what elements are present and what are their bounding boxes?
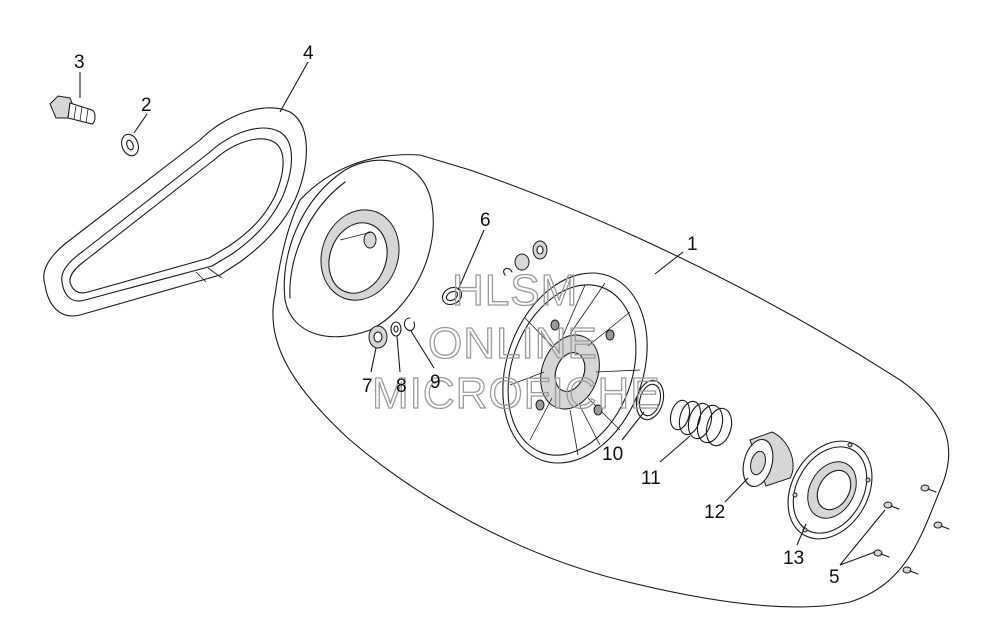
spring	[669, 399, 733, 447]
screws	[873, 484, 950, 575]
callout-6: 6	[480, 210, 491, 231]
watermark: HLSM ONLINE MICROFICHE	[371, 265, 661, 418]
pulley-sheave	[283, 159, 434, 338]
screw-b	[920, 484, 937, 493]
spacer-stack	[368, 317, 416, 349]
callout-11: 11	[641, 468, 661, 489]
bushing	[742, 431, 794, 488]
callout-12: 12	[704, 502, 725, 523]
leader-lines	[79, 61, 886, 566]
snap-ring	[635, 379, 665, 421]
callout-9: 9	[430, 372, 441, 393]
callout-5: 5	[829, 567, 840, 588]
watermark-line2: ONLINE	[428, 319, 598, 368]
callout-10: 10	[602, 444, 623, 465]
watermark-line1: HLSM	[452, 266, 578, 315]
screw-d	[873, 549, 890, 558]
bearing-cover	[787, 440, 873, 540]
callout-7: 7	[362, 376, 373, 397]
callout-13: 13	[783, 548, 804, 569]
callout-1: 1	[687, 234, 698, 255]
washer	[121, 133, 139, 157]
screw-a	[883, 501, 900, 510]
flange-bolt	[49, 95, 96, 125]
screw-c	[933, 521, 950, 530]
cover-outline	[272, 154, 950, 608]
watermark-line3: MICROFICHE	[372, 369, 661, 418]
retainer-parts	[441, 240, 548, 306]
callout-8: 8	[396, 376, 407, 397]
callout-3: 3	[74, 52, 85, 73]
callout-labels: 1 2 3 4 5 6 7 8 9 10 11 12 13	[74, 43, 840, 588]
callout-2: 2	[141, 95, 152, 116]
callout-4: 4	[303, 43, 314, 64]
drive-belt	[43, 107, 307, 317]
screw-e	[902, 566, 919, 575]
